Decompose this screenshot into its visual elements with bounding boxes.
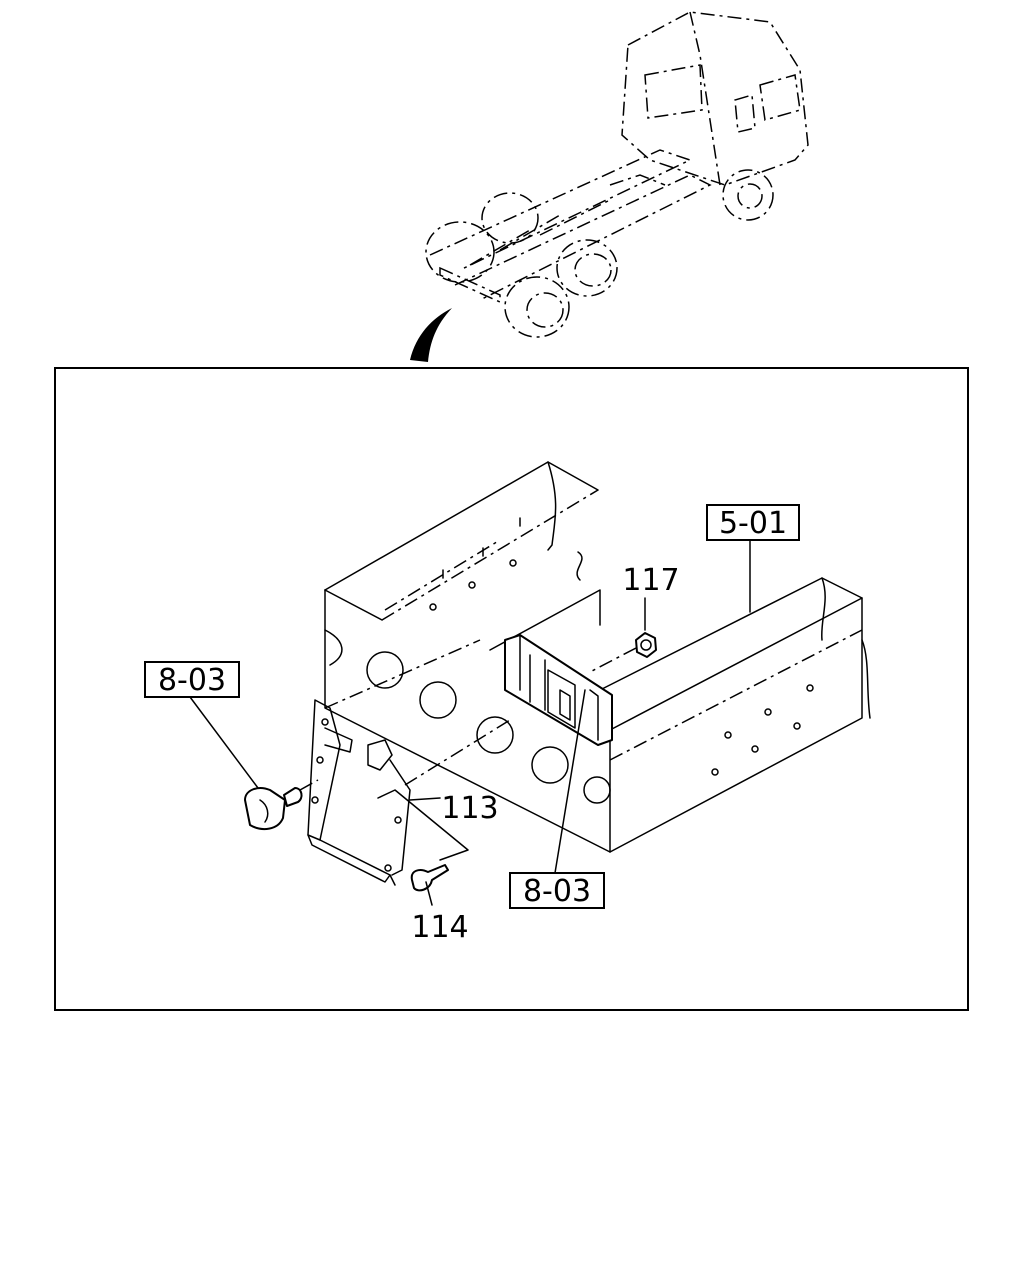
- leader-lines: [189, 539, 751, 906]
- callout-ref-8-03-right-label: 8-03: [523, 874, 591, 909]
- callout-ref-8-03-left: 8-03: [144, 661, 240, 698]
- part-number-114: 114: [411, 910, 468, 945]
- callout-ref-8-03-left-label: 8-03: [158, 663, 226, 698]
- callout-ref-5-01: 5-01: [706, 504, 800, 541]
- callout-ref-5-01-label: 5-01: [719, 506, 787, 541]
- truck-overview-illustration: [410, 11, 809, 362]
- part-number-113: 113: [441, 791, 498, 826]
- part-number-117: 117: [622, 563, 679, 598]
- detail-frame: [54, 367, 969, 1011]
- rear-frame-illustration: [244, 461, 871, 892]
- callout-ref-8-03-right: 8-03: [509, 872, 605, 909]
